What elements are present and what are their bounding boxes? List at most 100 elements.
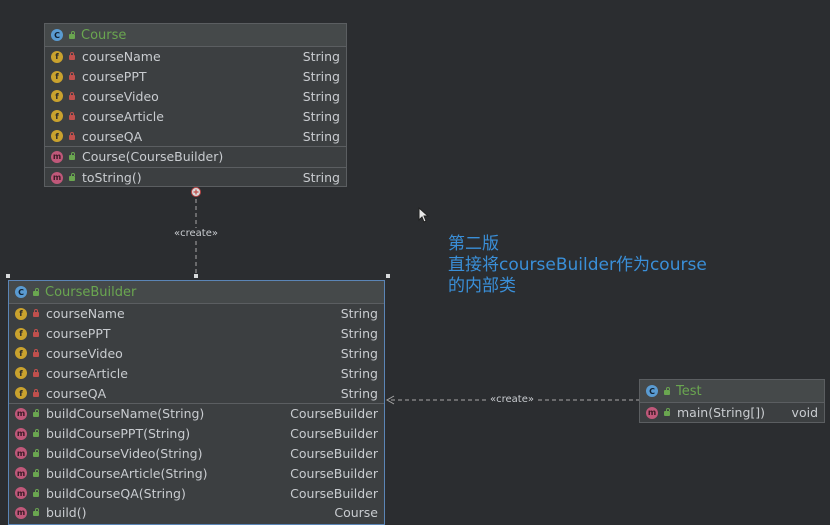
static-class-icon: C [15,286,27,298]
selection-handle[interactable] [6,274,10,278]
private-lock-icon [31,309,40,318]
private-lock-icon [67,72,76,81]
field-name: courseQA [82,128,143,144]
field-name: coursePPT [82,69,147,85]
field-icon: f [15,347,27,360]
note-line-2: 直接将courseBuilder作为course [448,255,707,275]
field-name: courseVideo [46,345,123,361]
field-icon: f [51,90,63,103]
field-row[interactable]: f courseArticle String [45,106,346,126]
selection-handle[interactable] [194,274,198,278]
private-lock-icon [31,348,40,358]
return-type: String [302,170,340,186]
public-unlock-icon [31,409,40,418]
public-unlock-icon [31,429,40,438]
private-lock-icon [31,368,40,378]
field-icon: f [15,367,27,380]
field-name: courseArticle [46,365,128,381]
return-type: CourseBuilder [290,406,378,422]
note-line-1: 第二版 [448,234,499,254]
field-type: String [340,365,378,381]
field-type: String [302,108,340,124]
method-name: buildCoursePPT(String) [46,426,191,442]
return-type: CourseBuilder [290,445,378,461]
method-icon: m [51,171,63,184]
private-lock-icon [67,52,76,61]
return-type: CourseBuilder [290,465,378,481]
field-name: courseName [82,49,161,65]
method-name: buildCourseVideo(String) [46,445,203,461]
course-header[interactable]: C Course [45,24,346,47]
mouse-cursor-icon [418,207,430,223]
field-name: coursePPT [46,326,111,342]
test-header[interactable]: C Test [640,380,824,403]
public-unlock-icon [662,386,671,396]
course-methods: m toString() String [45,166,346,188]
field-icon: f [51,50,63,63]
field-name: courseVideo [82,88,159,104]
method-name: buildCourseArticle(String) [46,465,208,481]
class-icon: C [51,29,63,41]
return-type: void [791,405,818,421]
field-type: String [302,128,340,144]
field-type: String [340,385,378,401]
field-icon: f [15,387,27,400]
public-unlock-icon [31,448,40,458]
coursebuilder-header[interactable]: C CourseBuilder [9,281,384,304]
test-create-arrowhead [385,395,395,405]
field-icon: f [15,307,27,320]
field-row[interactable]: f courseQA String [9,383,384,403]
private-lock-icon [67,111,76,121]
field-icon: f [51,70,63,83]
method-row[interactable]: m toString() String [45,168,346,188]
field-row[interactable]: f courseVideo String [45,87,346,107]
private-lock-icon [67,91,76,101]
public-unlock-icon [31,508,40,517]
method-icon: m [15,506,27,519]
field-type: String [302,88,340,104]
field-type: String [340,306,378,322]
method-icon: m [15,487,27,500]
field-type: String [340,345,378,361]
note-line-3: 的内部类 [448,276,516,296]
private-lock-icon [67,131,76,141]
method-name: buildCourseName(String) [46,406,205,422]
field-row[interactable]: f courseVideo String [9,344,384,364]
field-name: courseName [46,306,125,322]
public-unlock-icon [662,408,671,417]
field-name: courseQA [46,385,107,401]
field-icon: f [51,110,63,123]
field-row[interactable]: f courseArticle String [9,363,384,383]
class-icon: C [646,385,658,397]
course-title: Course [81,27,127,43]
public-unlock-icon [31,287,40,297]
field-icon: f [15,327,27,340]
selection-handle[interactable] [386,274,390,278]
inner-create-label: «create» [172,228,220,239]
field-row[interactable]: f courseName String [9,304,384,324]
method-name: toString() [82,170,142,186]
field-name: courseArticle [82,108,164,124]
public-unlock-icon [31,468,40,478]
test-title: Test [676,383,702,399]
method-name: build() [46,505,87,521]
